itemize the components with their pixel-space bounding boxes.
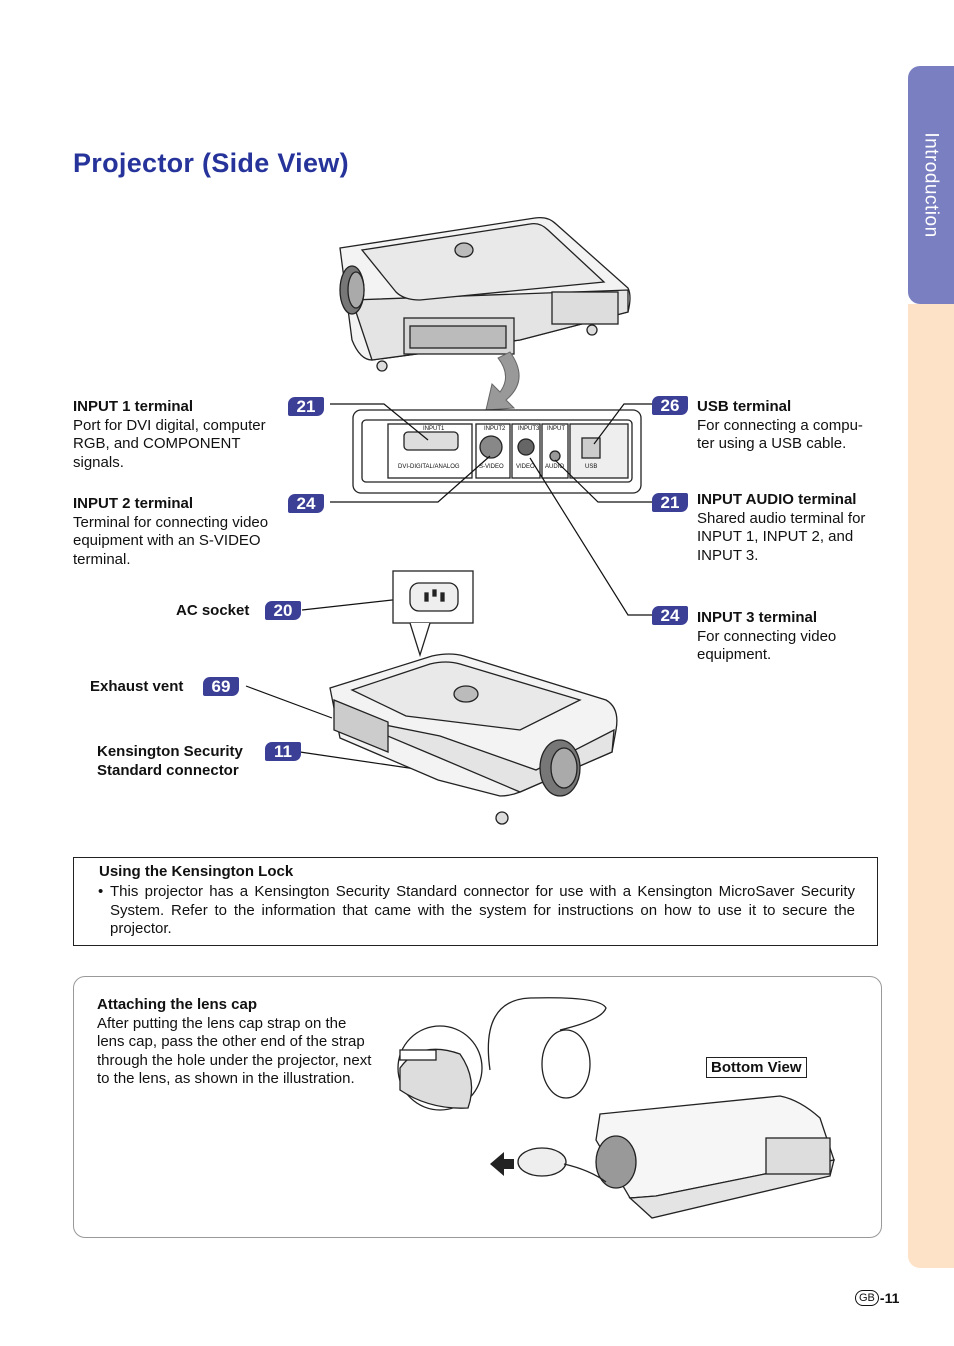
callout-input2-desc: Terminal for connecting video [73, 513, 269, 531]
region-badge: GB [855, 1290, 879, 1306]
callout-audio-title: INPUT AUDIO terminal [697, 491, 857, 508]
callout-input2: INPUT 2 terminal Terminal for connecting… [73, 495, 268, 569]
bottom-view-label: Bottom View [706, 1057, 807, 1078]
left-arrow-icon [490, 1152, 514, 1176]
callout-audio-desc: INPUT 1, INPUT 2, and [697, 528, 854, 545]
page-ref-badge[interactable]: 26 [652, 396, 688, 415]
panel-bottom-label: DVI-DIGITAL/ANALOG [398, 464, 460, 470]
callout-input2-desc: equipment with an S-VIDEO [73, 532, 261, 549]
callout-input3: INPUT 3 terminal For connecting video eq… [697, 609, 836, 665]
callout-input3-title: INPUT 3 terminal [697, 609, 818, 626]
lens-cap-text: Attaching the lens cap After putting the… [97, 996, 372, 1087]
callout-exhaust-vent: Exhaust vent [90, 678, 183, 697]
callout-kensington: Kensington Security Standard connector [97, 743, 243, 780]
page-title: Projector (Side View) [73, 148, 349, 178]
callout-audio-desc: INPUT 3. [697, 546, 759, 564]
callout-input1-title: INPUT 1 terminal [73, 398, 194, 415]
callout-kensington-title: Kensington Security [97, 743, 243, 760]
page-ref-badge[interactable]: 24 [288, 494, 324, 513]
callout-usb: USB terminal For connecting a compu- ter… [697, 398, 863, 454]
callout-input1: INPUT 1 terminal Port for DVI digital, c… [73, 398, 266, 472]
projector-top-illustration [339, 216, 631, 372]
page-ref-badge[interactable]: 21 [652, 493, 688, 512]
leader-lines [245, 403, 652, 773]
lens-cap-title: Attaching the lens cap [97, 996, 258, 1013]
callout-kensington-title: Standard connector [97, 761, 239, 779]
lens-cap-illustration [397, 997, 835, 1219]
callout-ac-socket: AC socket [176, 602, 249, 621]
lens-cap-note [73, 976, 882, 1238]
ac-socket-zoom [392, 570, 474, 658]
callout-usb-desc: For connecting a compu- [697, 416, 863, 434]
callout-audio: INPUT AUDIO terminal Shared audio termin… [697, 491, 865, 565]
panel-bottom-label: VIDEO [516, 464, 535, 470]
page-ref-badge[interactable]: 21 [288, 397, 324, 416]
callout-input2-title: INPUT 2 terminal [73, 495, 194, 512]
callout-exhaust-title: Exhaust vent [90, 678, 184, 695]
callout-audio-desc: Shared audio terminal for [697, 509, 866, 527]
panel-labels: INPUT1 INPUT2 INPUT3 INPUT DVI-DIGITAL/A… [398, 426, 597, 470]
callout-usb-desc: ter using a USB cable. [697, 435, 847, 452]
page-ref-badge[interactable]: 20 [265, 601, 301, 620]
callout-input1-desc: signals. [73, 453, 124, 471]
callout-input3-desc: For connecting video [697, 627, 837, 645]
projector-side-illustration [329, 653, 618, 825]
page-ref-badge[interactable]: 24 [652, 606, 688, 625]
kensington-note-bullet: • [98, 883, 104, 900]
callout-ac-title: AC socket [176, 602, 250, 619]
kensington-lock-note [73, 857, 878, 946]
panel-bottom-label: AUDIO [545, 464, 564, 470]
callout-usb-title: USB terminal [697, 398, 792, 415]
callout-input3-desc: equipment. [697, 646, 772, 663]
page-ref-badge[interactable]: 69 [203, 677, 239, 696]
kensington-note-body: This projector has a Kensington Security… [110, 883, 855, 937]
panel-top-label: INPUT3 [518, 426, 540, 432]
section-tab-introduction[interactable] [908, 66, 954, 304]
terminal-panel [352, 409, 642, 494]
panel-bottom-label: S-VIDEO [479, 464, 504, 470]
panel-top-label: INPUT [547, 426, 565, 432]
callout-input2-desc: terminal. [73, 550, 131, 568]
down-arrow-icon [485, 351, 520, 411]
page-number: GB -11 [855, 1290, 899, 1306]
section-tab-strip [908, 304, 954, 1268]
callout-input1-desc: RGB, and COMPONENT [73, 435, 241, 452]
panel-top-label: INPUT2 [484, 426, 506, 432]
callout-input1-desc: Port for DVI digital, computer [73, 416, 266, 434]
panel-top-label: INPUT1 [423, 426, 445, 432]
kensington-note-title: Using the Kensington Lock [99, 863, 294, 880]
page-ref-badge[interactable]: 11 [265, 742, 301, 761]
page-number-value: -11 [879, 1290, 900, 1306]
panel-bottom-label: USB [585, 464, 597, 470]
